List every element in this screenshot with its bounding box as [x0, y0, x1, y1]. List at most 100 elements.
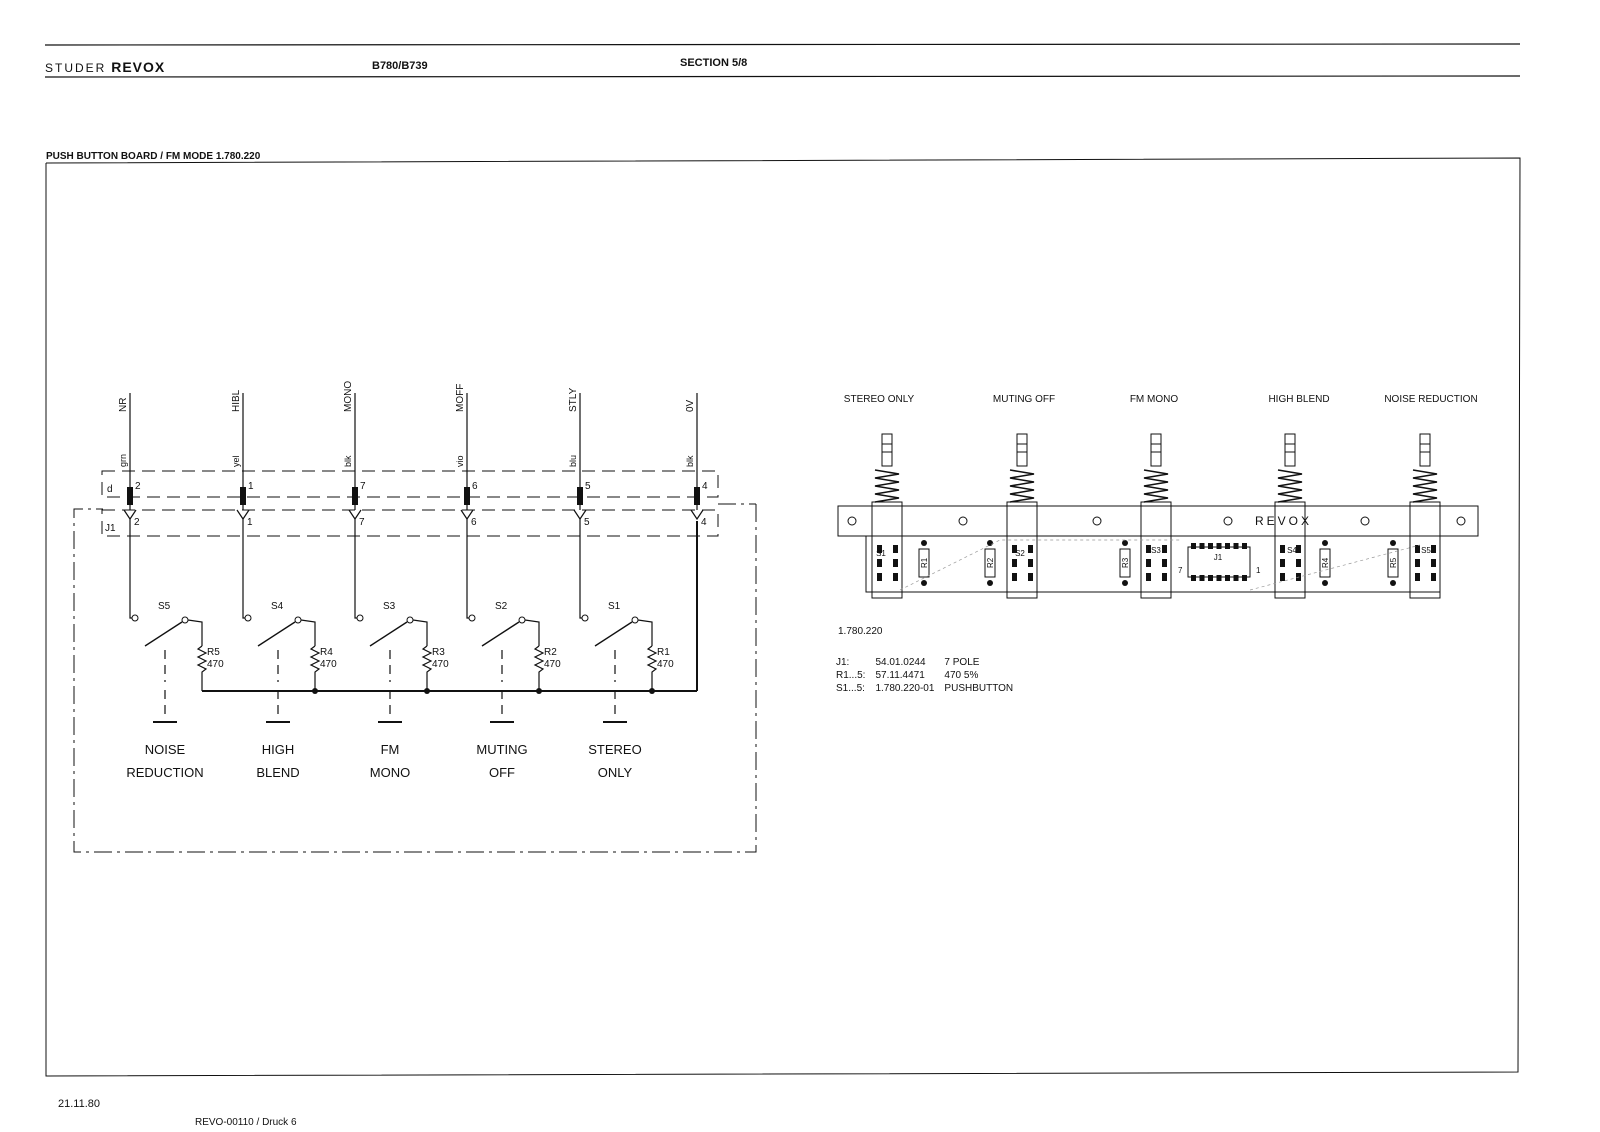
switch-label: S5 [158, 601, 171, 612]
resistor [646, 645, 658, 691]
button-plunger [1016, 433, 1028, 467]
button-spring [1277, 469, 1303, 503]
function-label-line2: REDUCTION [126, 765, 203, 780]
switch-body [871, 501, 903, 599]
switch-label: S3 [383, 601, 396, 612]
pin-number-d: 7 [360, 481, 366, 492]
model-number: B780/B739 [372, 60, 428, 72]
resistor-ref: R1 [657, 647, 670, 658]
switch-body [1006, 501, 1038, 599]
header-rules [44, 43, 1521, 78]
resistor-ref: R4 [320, 647, 333, 658]
board-label-r3: R3 [1121, 557, 1130, 568]
button-label: HIGH BLEND [1268, 394, 1329, 405]
resistor-value: 470 [320, 659, 337, 670]
resistor [421, 645, 433, 691]
switch-label: S2 [495, 601, 508, 612]
brand-revox: REVOX [111, 59, 166, 75]
board-label-r1: R1 [920, 557, 929, 568]
resistor-value: 470 [432, 659, 449, 670]
button-spring [1009, 469, 1035, 503]
switch-contact [131, 614, 139, 622]
board-label-r5: R5 [1389, 557, 1398, 568]
button-label: FM MONO [1130, 394, 1179, 405]
resistor-ref: R3 [432, 647, 445, 658]
button-label: MUTING OFF [993, 394, 1055, 405]
button-plunger [1284, 433, 1296, 467]
part-ref: J1: [836, 657, 850, 668]
switch-blade [144, 621, 183, 647]
resistor-ref: R5 [207, 647, 220, 658]
board-outline [73, 504, 757, 853]
resistor [533, 645, 545, 691]
board-label-r2: R2 [986, 557, 995, 568]
board-label-s4: S4 [1287, 546, 1297, 555]
pin-number-d: 5 [585, 481, 591, 492]
junction-dot [649, 688, 655, 694]
board-silkscreen: REVOX [1255, 514, 1312, 528]
board-label-r4: R4 [1321, 557, 1330, 568]
part-number: 1.780.220 [838, 626, 883, 637]
connector-j1-label: J1 [105, 523, 116, 534]
board-label-s3: S3 [1151, 546, 1161, 555]
wire-color-label: blu [568, 455, 578, 467]
pin-number-j1: 4 [701, 517, 707, 528]
wire-color-label: grn [118, 454, 128, 467]
pin-number-d: 4 [702, 481, 708, 492]
switch-label: S1 [608, 601, 621, 612]
footer-date: 21.11.80 [58, 1098, 101, 1110]
button-label: NOISE REDUCTION [1384, 394, 1477, 405]
junction-dot [536, 688, 542, 694]
pin-number-j1: 7 [359, 517, 365, 528]
resistor-value: 470 [207, 659, 224, 670]
board-label-s1: S1 [876, 549, 886, 558]
junction-dot [312, 688, 318, 694]
function-label-line1: HIGH [262, 742, 295, 757]
function-label-line1: STEREO [588, 742, 641, 757]
j1-pin-1: 1 [1256, 566, 1261, 575]
pushbutton-2: MUTING OFF [993, 394, 1055, 599]
pcb-outline [865, 535, 1441, 593]
section-label: SECTION 5/8 [680, 57, 748, 69]
pin-number-j1: 6 [471, 517, 477, 528]
button-plunger [1419, 433, 1431, 467]
drawing-title: PUSH BUTTON BOARD / FM MODE 1.780.220 [46, 151, 261, 162]
button-label: STEREO ONLY [844, 394, 915, 405]
switch-blade [594, 621, 633, 647]
part-order-number: 57.11.4471 [875, 670, 925, 681]
board-resistor [1119, 548, 1131, 578]
board-resistor [1319, 548, 1331, 578]
wire-color-label: yel [231, 455, 241, 467]
resistor [309, 645, 321, 691]
pushbutton-5: NOISE REDUCTION [1384, 394, 1478, 599]
drawing-frame [45, 157, 1521, 1077]
board-resistor [984, 548, 996, 578]
wire-color-label: blk [685, 455, 695, 467]
function-label-line2: ONLY [598, 765, 633, 780]
connector-d-label: d [107, 484, 113, 495]
board-resistor [918, 548, 930, 578]
function-label-line2: MONO [370, 765, 410, 780]
switch-body [1409, 501, 1441, 599]
button-plunger [1150, 433, 1162, 467]
switch-blade [257, 621, 296, 647]
wire-color-label: vio [455, 455, 465, 467]
part-ref: R1...5: [836, 670, 866, 681]
wire-color-label: blk [343, 455, 353, 467]
pin-number-j1: 2 [134, 517, 140, 528]
switch-contact [244, 614, 252, 622]
junction-dot [424, 688, 430, 694]
button-spring [1143, 469, 1169, 503]
button-spring [1412, 469, 1438, 503]
pushbutton-1: STEREO ONLY [844, 394, 915, 599]
